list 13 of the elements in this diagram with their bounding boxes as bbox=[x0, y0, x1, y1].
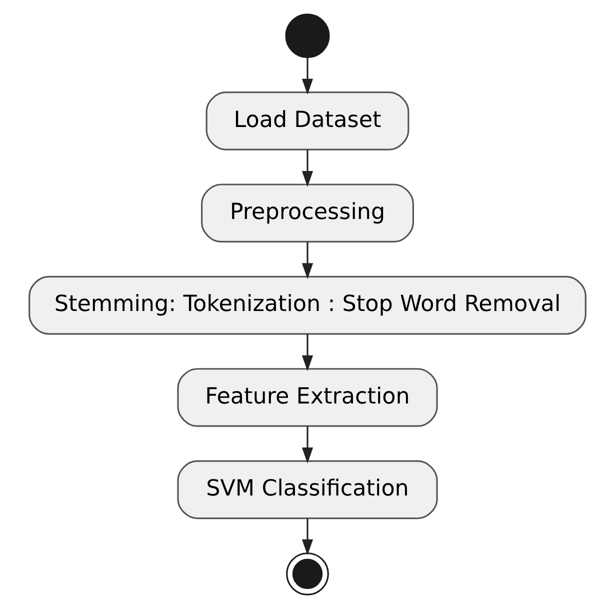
arrow bbox=[302, 58, 314, 95]
arrow bbox=[302, 242, 314, 280]
node-box: Preprocessing bbox=[201, 184, 414, 243]
node-box: Stemming: Tokenization : Stop Word Removal bbox=[28, 276, 586, 335]
arrow bbox=[302, 518, 314, 556]
node-box: Load Dataset bbox=[206, 92, 410, 150]
arrow bbox=[302, 150, 314, 187]
node-circle bbox=[286, 552, 329, 596]
node-circle bbox=[285, 14, 330, 58]
arrow bbox=[302, 334, 314, 372]
arrow bbox=[302, 426, 314, 464]
node-box: Feature Extraction bbox=[177, 368, 438, 427]
node-box: SVM Classification bbox=[177, 460, 438, 520]
